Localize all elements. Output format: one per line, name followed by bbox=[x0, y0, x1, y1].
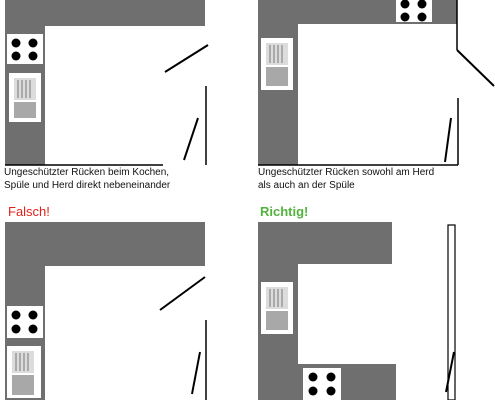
sink-icon bbox=[9, 73, 41, 122]
cooktop-icon bbox=[303, 368, 341, 400]
door-swing-icon bbox=[445, 351, 455, 393]
cooktop-icon bbox=[396, 0, 432, 22]
caption-2: Ungeschützter Rücken sowohl am Herd als … bbox=[258, 167, 435, 191]
kitchen-plan-1: Ungeschützter Rücken beim Kochen, Spüle … bbox=[0, 0, 247, 200]
verdict-right-label: Richtig! bbox=[260, 204, 309, 219]
verdict-wrong-label: Falsch! bbox=[8, 204, 50, 219]
cooktop-icon bbox=[7, 306, 43, 338]
door-swing-icon bbox=[159, 276, 206, 311]
door-swing-icon-lower bbox=[191, 351, 201, 395]
sink-icon bbox=[261, 282, 293, 334]
door-swing-icon-lower bbox=[444, 117, 452, 163]
floorplan-1 bbox=[5, 0, 209, 166]
door-swing-icon bbox=[456, 49, 495, 87]
floorplan-3 bbox=[5, 222, 207, 400]
cooktop-icon bbox=[7, 34, 43, 64]
kitchen-plan-4 bbox=[248, 222, 495, 400]
kitchen-plan-2: Ungeschützter Rücken sowohl am Herd als … bbox=[248, 0, 495, 200]
floorplan-2 bbox=[258, 0, 495, 166]
floorplan-4 bbox=[258, 222, 456, 400]
sink-icon bbox=[7, 346, 41, 398]
sink-icon bbox=[261, 38, 293, 90]
door-swing-icon bbox=[164, 44, 209, 73]
caption-1: Ungeschützter Rücken beim Kochen, Spüle … bbox=[4, 167, 171, 191]
door-swing-icon-lower bbox=[183, 117, 199, 161]
kitchen-plan-3 bbox=[0, 222, 247, 400]
window-frame bbox=[447, 224, 456, 400]
